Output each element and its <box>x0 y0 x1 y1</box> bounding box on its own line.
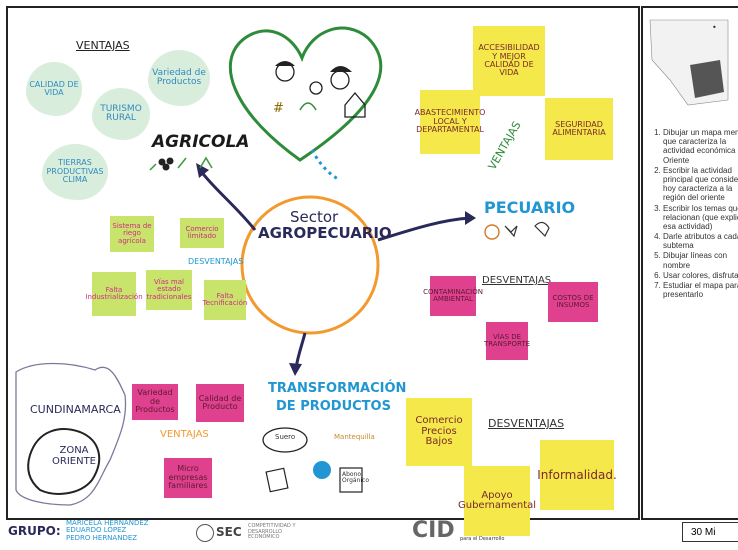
timer-text: 30 Mi <box>691 526 716 538</box>
transformacion-note-informalidad: Informalidad. <box>537 440 617 510</box>
leaf-calidad-vida: CALIDAD DE VIDA <box>26 62 82 116</box>
agricola-ventajas-title: VENTAJAS <box>76 39 130 52</box>
agricola-note-riego: Sistema de riego agrícola <box>110 216 154 252</box>
svg-text:•: • <box>712 23 717 32</box>
instruction-item: Dibujar líneas con nombre <box>663 251 738 269</box>
map-label-cundinamarca: CUNDINAMARCA <box>30 403 121 416</box>
instruction-item: Escribir la actividad principal que cons… <box>663 166 738 203</box>
center-title-line2: AGROPECUARIO <box>258 224 392 242</box>
transformacion-ventajas-title: VENTAJAS <box>160 429 209 440</box>
instruction-item: Dibujar un mapa mental que caracteriza l… <box>663 128 738 165</box>
instructions-list: Dibujar un mapa mental que caracteriza l… <box>649 128 738 300</box>
agricola-desventajas-title: DESVENTAJAS <box>188 257 244 266</box>
transformacion-note-microempresas: Micro empresas familiares <box>164 458 212 498</box>
sec-logo: SEC <box>216 525 242 539</box>
sec-logo-mark <box>196 524 214 542</box>
cid-logo: CID <box>412 518 455 543</box>
sketch-label-abono: Abono Orgánico <box>342 471 370 485</box>
grupo-label: GRUPO: <box>8 524 61 538</box>
transformacion-title-line2: DE PRODUCTOS <box>276 399 391 414</box>
pecuario-title: PECUARIO <box>484 198 576 217</box>
group-members: MARICELA HERNANDEZ EDUARDO LÓPEZ PEDRO H… <box>66 519 149 542</box>
instruction-item: Estudiar el mapa para presentarlo <box>663 281 738 299</box>
agricola-note-vias: Vías mal estado tradicionales <box>146 270 192 310</box>
instruction-item: Usar colores, disfrutar. <box>663 271 738 280</box>
note-seguridad-alimentaria: SEGURIDAD ALIMENTARIA <box>545 98 613 160</box>
map-label-zona-oriente: ZONA ORIENTE <box>52 445 96 467</box>
instruction-item: Darle atributos a cada subtema <box>663 232 738 250</box>
transformacion-note-variedad: Variedad de Productos <box>132 384 178 420</box>
sketch-label-mantequilla: Mantequilla <box>334 433 375 441</box>
leaf-tierras-productivas: TIERRAS PRODUCTIVAS CLIMA <box>42 144 108 200</box>
member-name: MARICELA HERNANDEZ <box>66 519 149 527</box>
instruction-item: Escribir los temas que se relacionan (qu… <box>663 204 738 232</box>
member-name: PEDRO HERNANDEZ <box>66 533 138 542</box>
note-accesibilidad: ACCESIBILIDAD Y MEJOR CALIDAD DE VIDA <box>473 26 545 96</box>
agricola-note-industrializacion: Falta Industrialización <box>85 272 143 316</box>
pecuario-note-vias: VÍAS DE TRANSPORTE <box>484 322 530 360</box>
sketch-label-suero: Suero <box>275 433 296 441</box>
pecuario-note-costos: COSTOS DE INSUMOS <box>548 282 598 322</box>
sec-logo-text: COMPETITIVIDAD Y DESARROLLO ECONÓMICO <box>248 523 296 540</box>
leaf-variedad-productos: Variedad de Productos <box>148 50 210 106</box>
transformacion-note-apoyo: Apoyo Gubernamental <box>458 466 536 536</box>
leaf-turismo-rural: TURISMO RURAL <box>92 88 150 140</box>
transformacion-desventajas-title: DESVENTAJAS <box>488 417 565 430</box>
center-circle <box>240 195 380 335</box>
heart-outline <box>229 26 383 162</box>
note-abastecimiento: ABASTECIMIENTO LOCAL Y DEPARTAMENTAL <box>415 90 485 154</box>
center-title-line1: Sector <box>290 208 339 226</box>
cid-logo-text: para el Desarrollo <box>460 536 505 542</box>
transformacion-note-calidad: Calidad de Producto <box>196 384 244 422</box>
transformacion-note-comercio: Comercio Precios Bajos <box>406 398 472 466</box>
agricola-note-tecnificacion: Falta Tecnificación <box>203 280 247 320</box>
member-name: EDUARDO LÓPEZ <box>66 526 127 535</box>
timer-box: 30 Mi <box>682 522 738 542</box>
pecuario-note-contaminacion: CONTAMINACIÓN AMBIENTAL <box>423 276 483 316</box>
agricola-title: AGRICOLA <box>152 132 250 152</box>
svg-text:#: # <box>273 101 284 116</box>
pecuario-desventajas-title: DESVENTAJAS <box>482 275 552 286</box>
agricola-note-comercio: Comercio limitado <box>180 218 224 248</box>
transformacion-title-line1: TRANSFORMACIÓN <box>268 381 407 396</box>
